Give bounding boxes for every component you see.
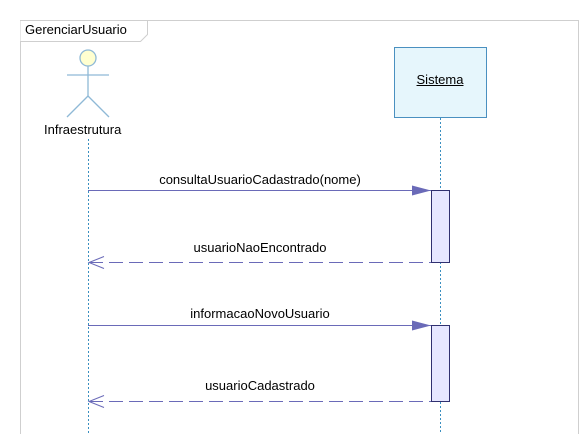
message-label: usuarioCadastrado [205, 378, 315, 393]
frame-border [20, 20, 579, 434]
activation-bar [431, 325, 450, 402]
object-label: Sistema [416, 72, 464, 87]
actor-stick-figure-icon [66, 49, 110, 118]
frame-title-tab [20, 20, 148, 42]
arrowhead-open-icon [87, 395, 105, 408]
activation-bar [431, 190, 450, 263]
message-label: consultaUsuarioCadastrado(nome) [159, 172, 361, 187]
message-label: informacaoNovoUsuario [190, 306, 330, 321]
frame-title: GerenciarUsuario [25, 22, 127, 37]
arrowhead-open-icon [87, 256, 105, 269]
sistema-object-box [394, 47, 487, 118]
actor-label: Infraestrutura [44, 122, 122, 137]
arrowhead-filled-icon [412, 185, 431, 196]
message-label: usuarioNaoEncontrado [193, 240, 327, 255]
arrowhead-filled-icon [412, 320, 431, 331]
